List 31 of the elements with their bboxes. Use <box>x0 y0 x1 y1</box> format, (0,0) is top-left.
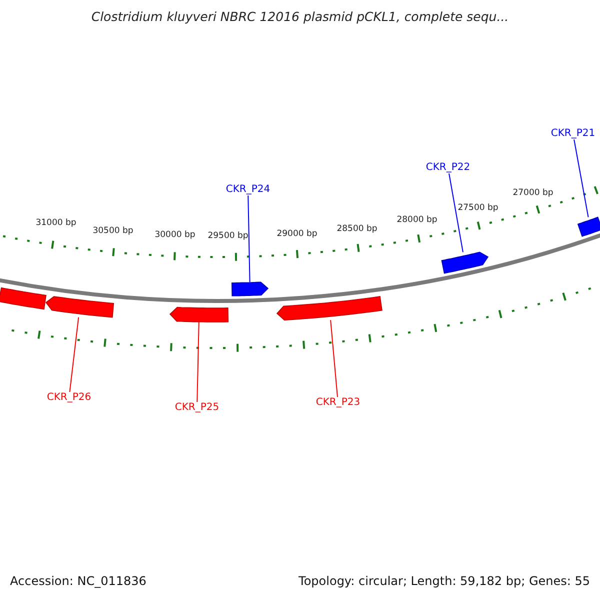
forward-gene-segment <box>441 252 489 274</box>
scale-label: 30000 bp <box>154 231 196 241</box>
scale-label: 27500 bp <box>458 204 498 214</box>
footer-text: Topology: circular; Length: 59,182 bp; Genes: 55 <box>298 575 590 589</box>
reverse-gene-segment <box>169 306 228 322</box>
leader-line <box>196 322 200 402</box>
leader-line <box>330 320 338 398</box>
leader-line <box>248 195 250 283</box>
reverse-gene-segment <box>276 296 382 320</box>
scale-label: 31000 bp <box>36 219 76 229</box>
reverse-gene-segment <box>45 296 114 318</box>
scale-label: 29500 bp <box>208 232 248 242</box>
gene-label: CKR_P26 <box>46 392 92 404</box>
forward-gene-segment <box>232 282 269 296</box>
reverse-gene-segment <box>0 287 46 310</box>
gene-label: CKR_P22 <box>426 162 470 174</box>
leader-line <box>574 139 589 218</box>
leader-line <box>69 316 80 392</box>
scale-label: 27000 bp <box>512 189 554 199</box>
forward-gene-segment <box>577 216 600 237</box>
scale-label: 30500 bp <box>92 227 134 237</box>
gene-label: CKR_P24 <box>226 184 270 196</box>
scale-label: 29000 bp <box>276 230 318 240</box>
footer-text: Accession: NC_011836 <box>10 575 146 589</box>
gene-label: CKR_P23 <box>316 397 360 408</box>
leader-line <box>448 173 464 253</box>
scale-label: 28500 bp <box>336 225 378 235</box>
diagram-title: Clostridium kluyveri NBRC 12016 plasmid pCKL1, complete sequ... <box>90 10 510 24</box>
scale-label: 28000 bp <box>396 216 438 226</box>
gene-label: CKR_P25 <box>174 402 220 414</box>
gene-label: CKR_P21 <box>550 128 596 140</box>
